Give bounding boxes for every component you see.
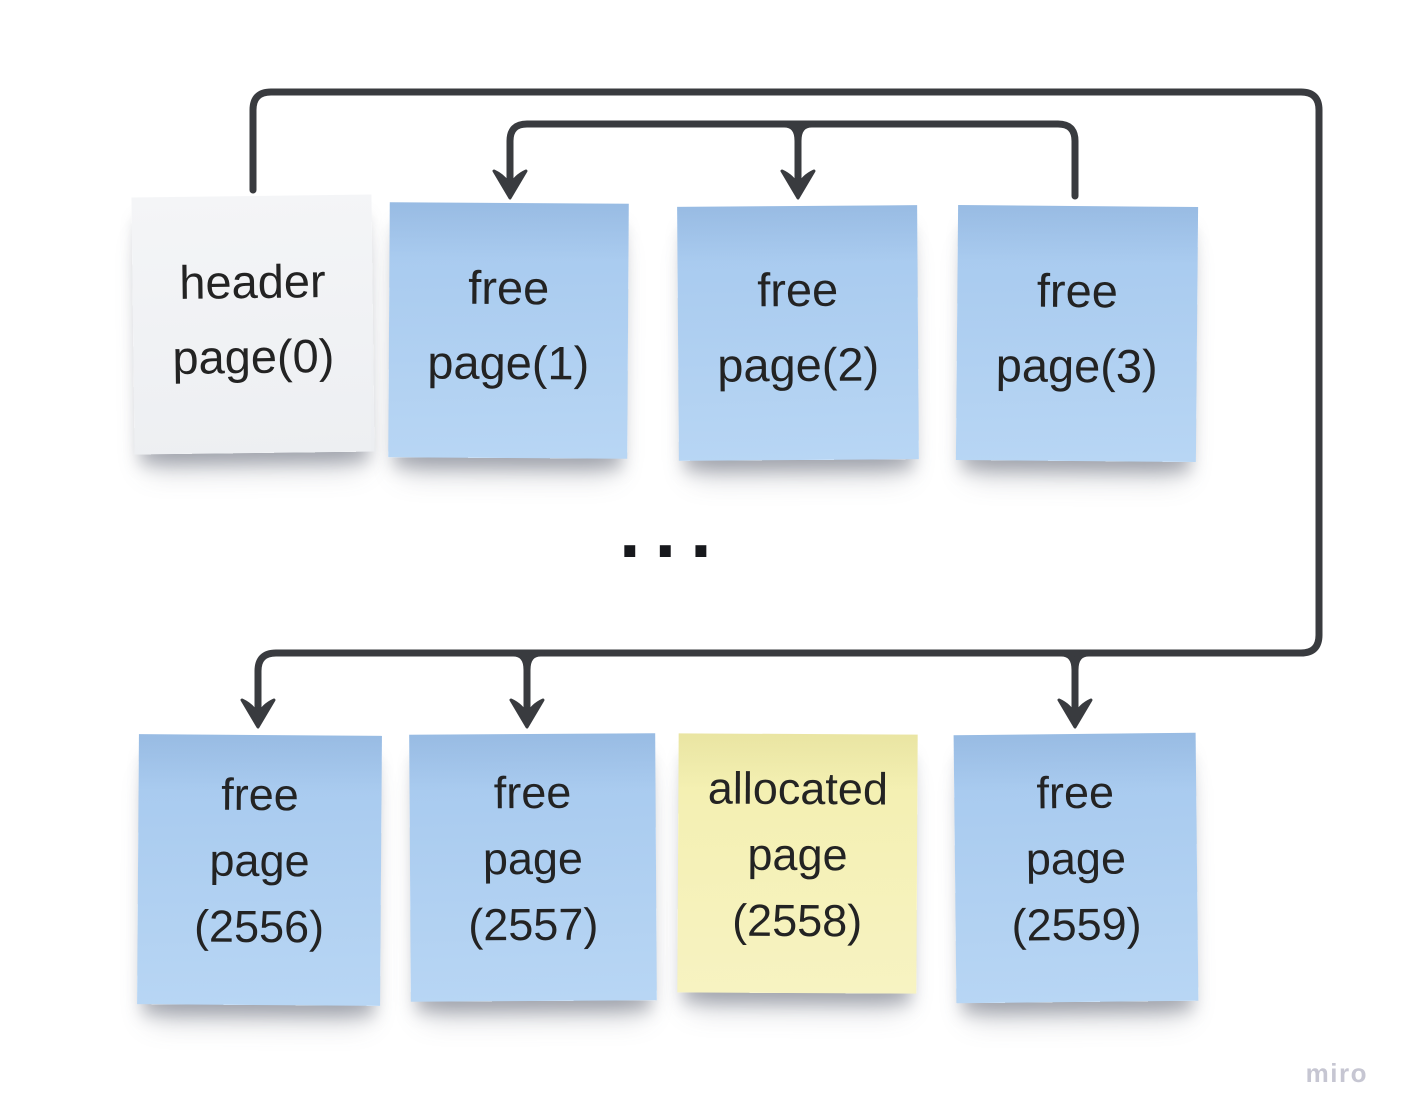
note-text-line: page(2) bbox=[717, 337, 880, 392]
note-text-line: free bbox=[468, 260, 550, 314]
ellipsis-dots[interactable]: ... bbox=[618, 499, 725, 572]
connector-branch-2557-fillet[interactable] bbox=[523, 649, 545, 674]
note-text-line: page bbox=[209, 834, 310, 887]
arrowhead-free-page-1[interactable] bbox=[492, 169, 528, 200]
arrowhead-free-page-2556[interactable] bbox=[240, 698, 276, 729]
note-text-line: allocated bbox=[707, 762, 889, 814]
note-text-line: free bbox=[757, 262, 839, 317]
arrowhead-free-page-2559[interactable] bbox=[1057, 698, 1093, 729]
connector-outer-loop[interactable] bbox=[249, 88, 1323, 714]
note-text-line: page bbox=[482, 832, 584, 884]
arrowhead-free-page-2[interactable] bbox=[780, 169, 816, 200]
sticky-note-free-page-3[interactable]: free page(3) bbox=[955, 204, 1199, 463]
sticky-note-free-page-1[interactable]: free page(1) bbox=[388, 202, 629, 459]
miro-watermark: miro bbox=[1305, 1058, 1368, 1088]
note-text-line: free bbox=[221, 768, 299, 821]
note-text-line: page(1) bbox=[427, 335, 590, 389]
note-text-line: (2557) bbox=[468, 898, 599, 950]
sticky-note-free-page-2556[interactable]: free page (2556) bbox=[137, 734, 382, 1006]
note-text-line: free bbox=[1036, 766, 1115, 819]
note-text-line: free bbox=[493, 766, 572, 818]
note-text-line: (2559) bbox=[1011, 898, 1142, 951]
sticky-note-free-page-2[interactable]: free page(2) bbox=[677, 205, 919, 461]
sticky-note-free-page-2557[interactable]: free page (2557) bbox=[409, 733, 657, 1002]
sticky-note-header-page-0[interactable]: header page(0) bbox=[131, 194, 375, 455]
connector-branch-page2-fillet[interactable] bbox=[794, 120, 816, 145]
note-text-line: (2558) bbox=[732, 894, 863, 946]
note-text-line: (2556) bbox=[193, 900, 325, 953]
note-text-line: page bbox=[747, 828, 848, 880]
sticky-note-allocated-page-2558[interactable]: allocated page (2558) bbox=[677, 733, 918, 994]
arrowhead-free-page-2557[interactable] bbox=[509, 698, 545, 729]
note-text-line: free bbox=[1036, 263, 1119, 317]
connector-branch-2559-fillet[interactable] bbox=[1071, 649, 1093, 674]
note-text-line: page(0) bbox=[172, 328, 335, 384]
sticky-note-free-page-2559[interactable]: free page (2559) bbox=[953, 732, 1199, 1004]
note-text-line: header bbox=[178, 253, 326, 309]
note-text-line: page(3) bbox=[995, 337, 1158, 393]
note-text-line: page bbox=[1025, 832, 1127, 885]
